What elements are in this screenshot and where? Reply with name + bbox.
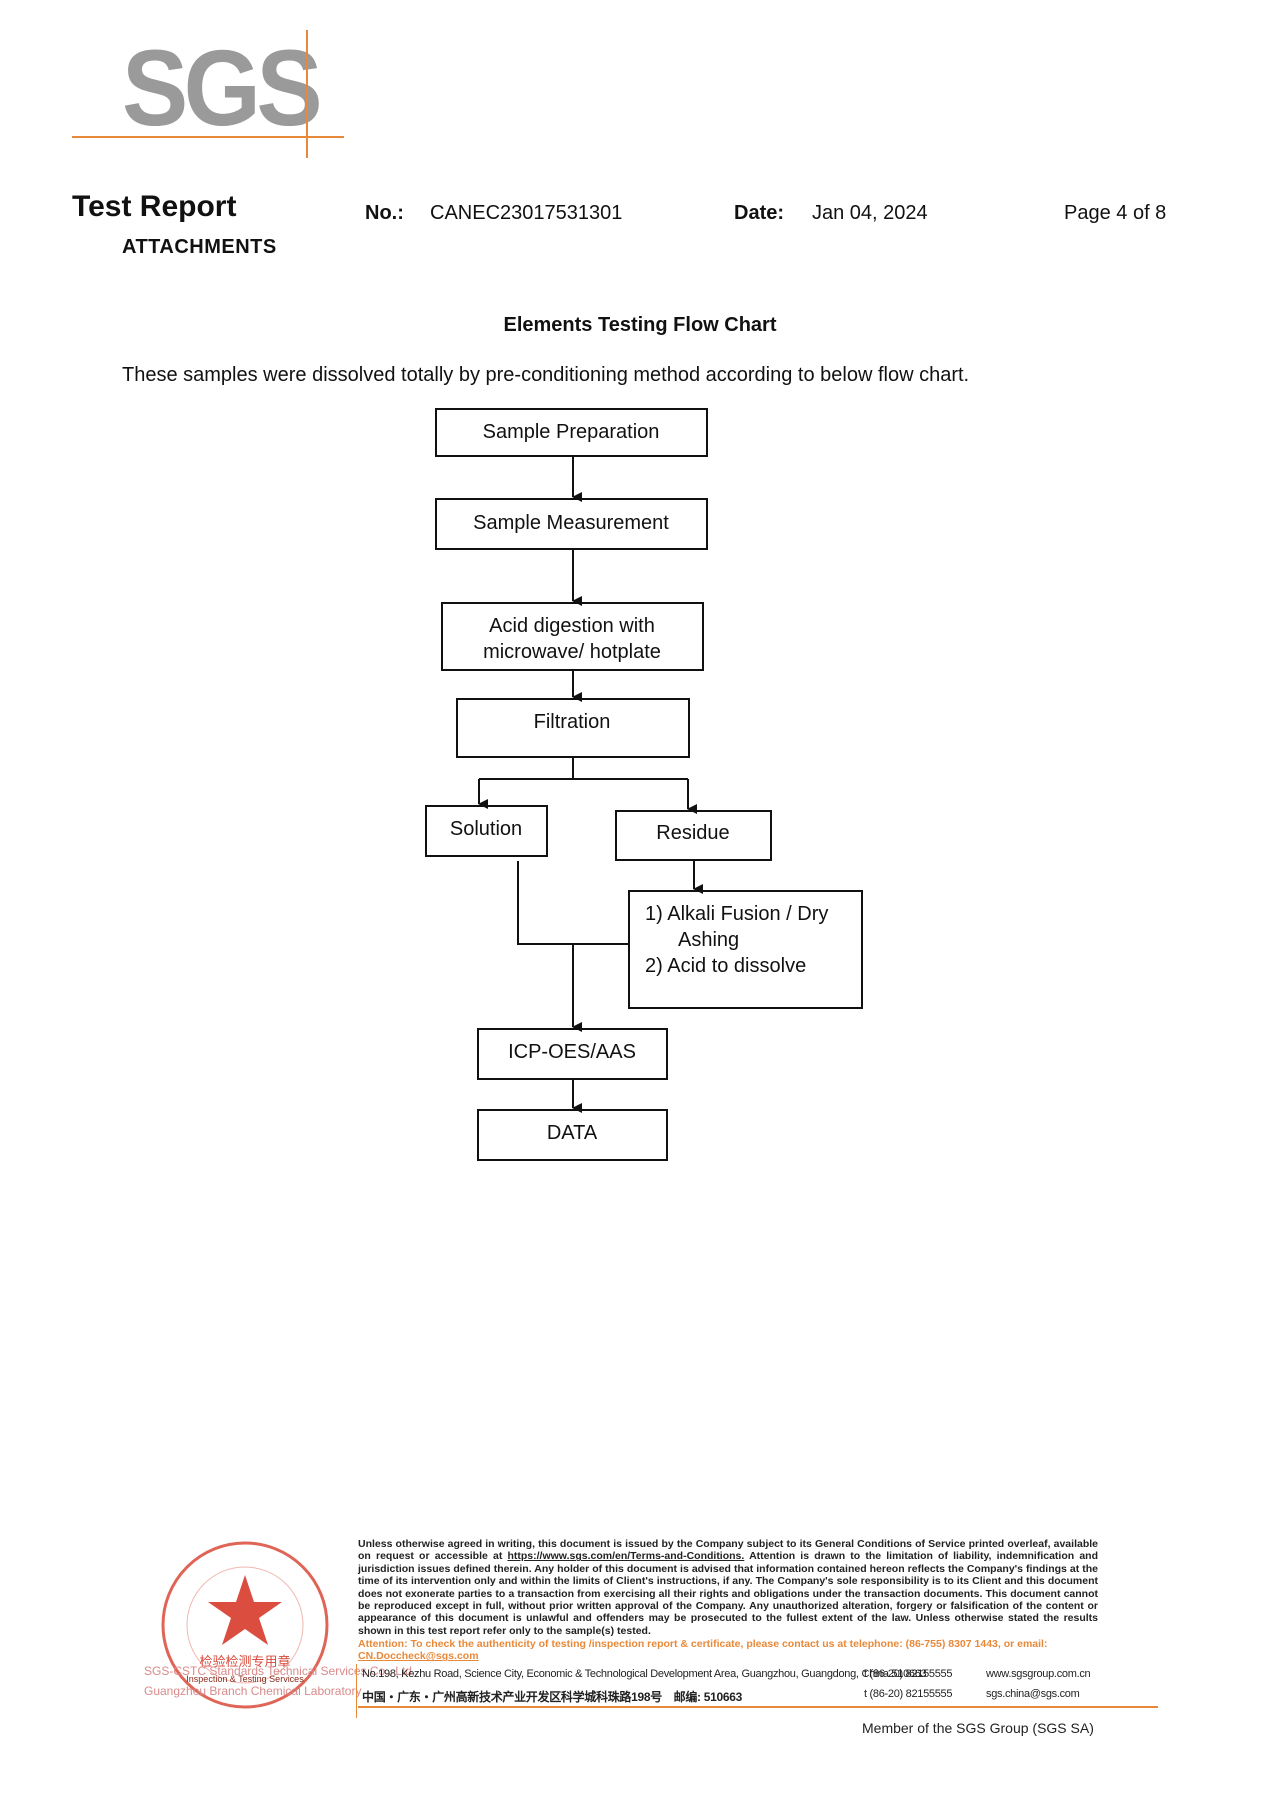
merge-line — [517, 861, 629, 945]
sgs-logo: SGS — [122, 27, 323, 148]
label-sample-preparation: Sample Preparation — [483, 421, 660, 443]
logo-rule-horizontal — [72, 136, 344, 138]
report-title: Test Report — [72, 190, 237, 223]
label-acid-digestion-2: microwave/ hotplate — [483, 641, 661, 663]
email-link[interactable]: sgs.china@sgs.com — [986, 1688, 1080, 1700]
attachments-heading: ATTACHMENTS — [122, 236, 277, 258]
legal-disclaimer: Unless otherwise agreed in writing, this… — [358, 1538, 1098, 1637]
label-sample-measurement: Sample Measurement — [473, 512, 669, 534]
report-number: CANEC23017531301 — [430, 202, 623, 224]
seal-en-text: Inspection & Testing Services — [186, 1674, 304, 1684]
label-icp: ICP-OES/AAS — [508, 1041, 636, 1063]
doccheck-email-link[interactable]: CN.Doccheck@sgs.com — [358, 1650, 479, 1663]
seal-side-text-2: Guangzhou Branch Chemical Laboratory — [144, 1684, 362, 1698]
footer-divider-vertical — [356, 1664, 357, 1718]
label-alkali-1: 1) Alkali Fusion / Dry — [645, 903, 828, 925]
label-residue: Residue — [656, 822, 729, 844]
box-sample-measurement — [435, 498, 708, 550]
date-label: Date: — [734, 202, 785, 224]
terms-link[interactable]: https://www.sgs.com/en/Terms-and-Conditi… — [507, 1550, 745, 1563]
label-solution: Solution — [450, 818, 522, 840]
label-alkali-2: Ashing — [678, 929, 739, 951]
authenticity-notice: Attention: To check the authenticity of … — [358, 1638, 1048, 1663]
seal-star-icon — [208, 1575, 282, 1645]
label-acid-digestion-1: Acid digestion with — [489, 615, 655, 637]
report-date: Jan 04, 2024 — [812, 202, 928, 224]
member-statement: Member of the SGS Group (SGS SA) — [862, 1720, 1094, 1736]
split-line — [479, 757, 574, 780]
footer-divider — [358, 1706, 1158, 1708]
label-data: DATA — [547, 1122, 598, 1144]
website-link[interactable]: www.sgsgroup.com.cn — [986, 1668, 1091, 1680]
company-seal: 检验检测专用章 Inspection & Testing Services — [161, 1541, 329, 1709]
label-alkali-3: 2) Acid to dissolve — [645, 955, 806, 977]
phone-1: t (86-20) 82155555 — [864, 1668, 953, 1680]
flow-chart-title: Elements Testing Flow Chart — [503, 314, 777, 336]
report-number-label: No.: — [365, 202, 404, 224]
box-sample-preparation — [435, 408, 708, 457]
seal-side-text-1: SGS-CSTC Standards Technical Services Co… — [144, 1664, 416, 1678]
address-english: No.198, Kezhu Road, Science City, Econom… — [362, 1668, 927, 1680]
address-chinese: 中国・广东・广州高新技术产业开发区科学城科珠路198号 邮编: 510663 — [362, 1690, 742, 1704]
page-number: Page 4 of 8 — [1064, 202, 1167, 224]
seal-cn-text: 检验检测专用章 — [199, 1654, 290, 1670]
flow-chart: Sample Preparation Sample Measurement Ac… — [425, 408, 863, 1161]
box-alkali-fusion — [628, 890, 863, 1009]
phone-2: t (86-20) 82155555 — [864, 1688, 953, 1700]
logo-rule-vertical — [306, 30, 308, 158]
label-filtration: Filtration — [534, 711, 611, 733]
intro-text: These samples were dissolved totally by … — [122, 364, 970, 386]
